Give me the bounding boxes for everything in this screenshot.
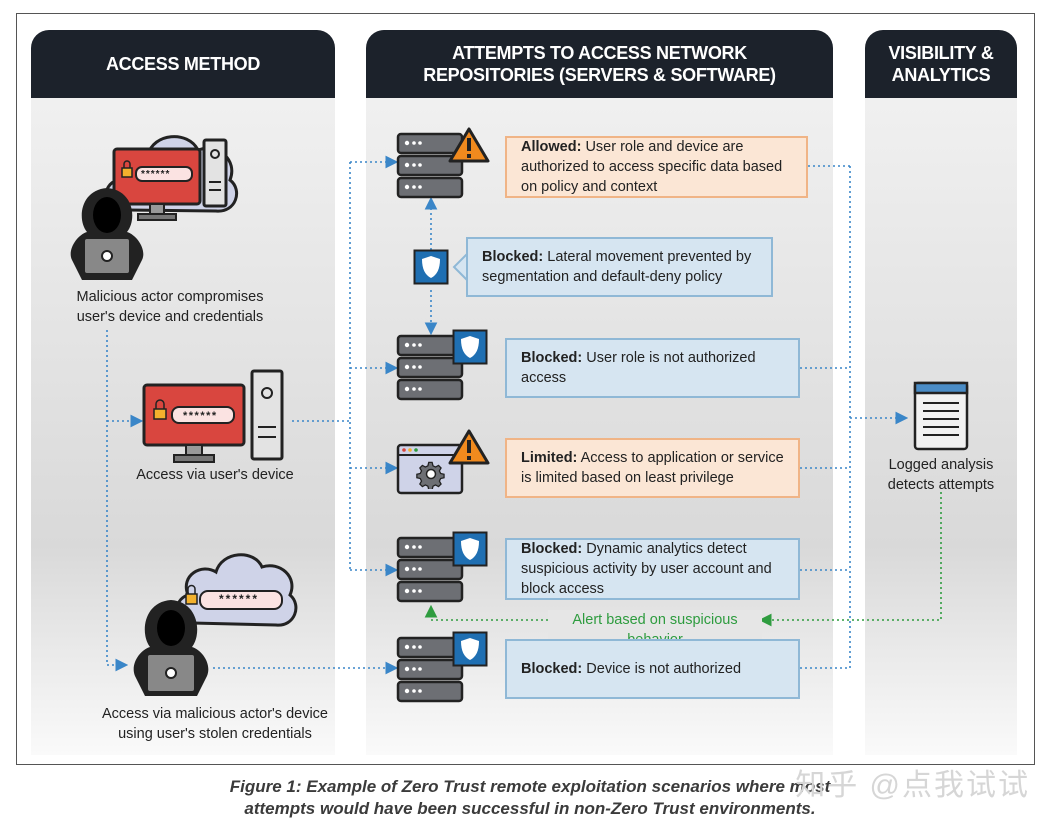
shield-icon-lateral (413, 249, 449, 285)
outcome-analytics-blocked: Blocked: Dynamic analytics detect suspic… (505, 538, 800, 600)
shield-icon-3 (452, 531, 488, 567)
server-icon-2 (396, 334, 464, 401)
visibility-header: VISIBILITY & ANALYTICS (865, 30, 1017, 98)
callout-pointer-lateral (452, 252, 469, 282)
outcome-role-blocked: Blocked: User role is not authorized acc… (505, 338, 800, 398)
gear-icon (416, 461, 445, 489)
outcome-lateral-blocked: Blocked: Lateral movement prevented by s… (466, 237, 773, 297)
outcome-text: Device is not authorized (582, 661, 742, 677)
access-method-label-1: Malicious actor compromises user's devic… (76, 289, 264, 325)
thought-cloud-icon-2 (175, 553, 298, 627)
password-mask-device: ****** (183, 410, 218, 422)
log-document-icon (913, 381, 969, 451)
user-device-tower-icon (250, 369, 284, 461)
hacker-icon (70, 188, 144, 280)
user-device-monitor-icon (142, 383, 246, 463)
outcome-status: Blocked: (521, 350, 583, 366)
analytics-label: Logged analysis detects attempts (887, 457, 995, 493)
shield-icon-2 (452, 329, 488, 365)
password-mask-attacker: ****** (219, 592, 260, 606)
outcome-status: Blocked: (521, 541, 583, 557)
outcome-text: User role and device are authorized to a… (521, 139, 783, 195)
outcome-status: Blocked: (521, 661, 583, 677)
server-icon-4 (396, 636, 464, 703)
hacker-icon-2 (133, 600, 209, 696)
outcome-status: Blocked: (482, 249, 544, 265)
outcome-limited: Limited: Access to application or servic… (505, 438, 800, 498)
outcome-status: Allowed: (521, 139, 582, 155)
access-method-label-3: Access via malicious actor's device usin… (102, 706, 328, 742)
monitor-icon (112, 147, 202, 221)
access-method-header: ACCESS METHOD (31, 30, 335, 98)
shield-icon-4 (452, 631, 488, 667)
outcome-text: Lateral movement prevented by segmentati… (482, 249, 752, 285)
watermark: 知乎 @点我试试 (795, 769, 1030, 802)
warning-icon-1 (448, 127, 490, 163)
outcome-allowed: Allowed: User role and device are author… (505, 136, 808, 198)
outcome-text: Dynamic analytics detect suspicious acti… (521, 541, 772, 597)
attempts-header: ATTEMPTS TO ACCESS NETWORK REPOSITORIES … (366, 30, 833, 98)
server-icon-3 (396, 536, 464, 603)
outcome-text: User role is not authorized access (521, 350, 756, 386)
outcome-status: Limited: (521, 450, 578, 466)
access-method-label-2: Access via user's device (136, 467, 294, 483)
password-mask: ****** (141, 169, 171, 180)
outcome-device-blocked: Blocked: Device is not authorized (505, 639, 800, 699)
computer-tower-icon (202, 138, 228, 208)
figure-caption: Figure 1: Example of Zero Trust remote e… (229, 777, 831, 818)
outcome-text: Access to application or service is limi… (521, 450, 784, 486)
warning-icon-2 (448, 429, 490, 465)
